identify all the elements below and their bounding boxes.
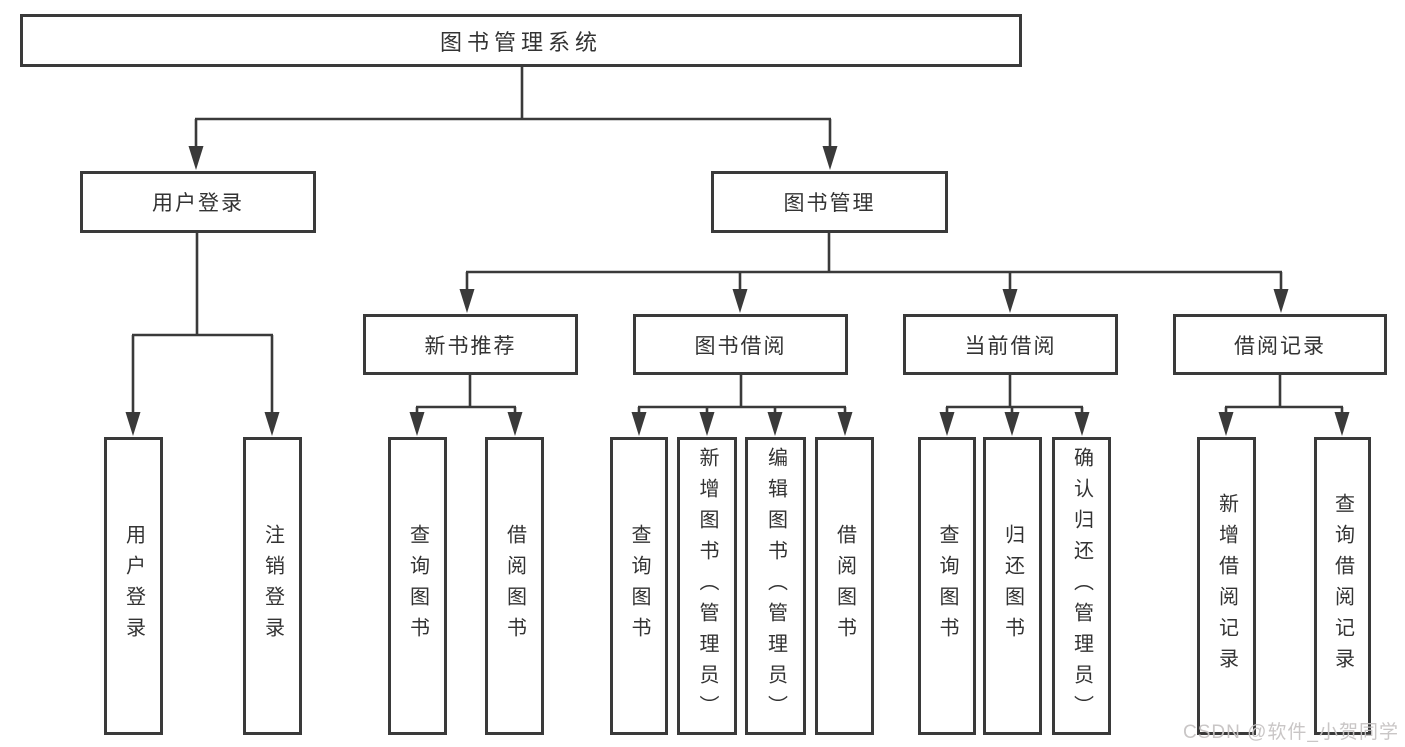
node-label: 查询借阅记录 — [1331, 493, 1354, 679]
leaf-borrow-books: 借阅图书 — [815, 437, 874, 735]
leaf-query-books-recommend: 查询图书 — [388, 437, 447, 735]
node-label: 新增借阅记录 — [1215, 493, 1238, 679]
arrow-icon — [837, 412, 853, 436]
node-new-book-recommendation: 新书推荐 — [363, 314, 578, 375]
arrow-icon — [409, 412, 425, 436]
arrowheads — [125, 146, 1350, 436]
leaf-query-borrow-record: 查询借阅记录 — [1314, 437, 1371, 735]
arrow-icon — [459, 289, 475, 313]
arrow-icon — [125, 412, 141, 436]
node-label: 当前借阅 — [964, 334, 1057, 358]
node-library-management-system: 图书管理系统 — [20, 14, 1022, 67]
leaf-user-login: 用户登录 — [104, 437, 163, 735]
arrow-icon — [822, 146, 838, 170]
wire-bookmgmt-to-level3 — [465, 233, 1283, 293]
node-label: 借阅记录 — [1234, 334, 1326, 358]
node-label: 用户登录 — [152, 192, 244, 215]
node-user-login: 用户登录 — [80, 171, 316, 233]
leaf-query-books-current: 查询图书 — [918, 437, 976, 735]
node-label: 查询图书 — [936, 524, 958, 648]
wire-current-to-leaves — [945, 375, 1084, 417]
arrow-icon — [1334, 412, 1350, 436]
node-label: 借阅图书 — [833, 524, 856, 648]
arrow-icon — [1074, 412, 1090, 436]
leaf-return-books: 归还图书 — [983, 437, 1042, 735]
node-label: 新增图书（管理员） — [696, 446, 718, 726]
leaf-add-books-admin: 新增图书（管理员） — [677, 437, 737, 735]
arrow-icon — [1004, 412, 1020, 436]
node-label: 图书借阅 — [694, 334, 787, 358]
leaf-logout: 注销登录 — [243, 437, 302, 735]
arrow-icon — [188, 146, 204, 170]
arrow-icon — [1273, 289, 1289, 313]
wire-borrow-to-leaves — [637, 375, 847, 417]
node-label: 归还图书 — [1001, 524, 1024, 648]
arrow-icon — [1218, 412, 1234, 436]
wire-records-to-leaves — [1224, 375, 1344, 417]
node-label: 注销登录 — [261, 524, 284, 648]
node-label: 图书管理 — [783, 192, 876, 215]
leaf-confirm-return-admin: 确认归还（管理员） — [1052, 437, 1111, 735]
leaf-query-books-borrow: 查询图书 — [610, 437, 668, 735]
node-book-borrowing: 图书借阅 — [633, 314, 848, 375]
node-borrowing-records: 借阅记录 — [1173, 314, 1387, 375]
csdn-watermark: CSDN @软件_小贺同学 — [1183, 722, 1399, 743]
node-label: 确认归还（管理员） — [1070, 446, 1093, 726]
arrow-icon — [631, 412, 647, 436]
arrow-icon — [507, 412, 523, 436]
arrow-icon — [767, 412, 783, 436]
wire-newbook-to-leaves — [415, 375, 517, 417]
node-label: 查询图书 — [628, 524, 650, 648]
arrow-icon — [939, 412, 955, 436]
arrow-icon — [699, 412, 715, 436]
wire-root-to-level2 — [194, 67, 832, 150]
node-label: 查询图书 — [406, 524, 429, 648]
node-label: 编辑图书（管理员） — [764, 446, 787, 726]
arrow-icon — [732, 289, 748, 313]
leaf-borrow-books-recommend: 借阅图书 — [485, 437, 544, 735]
wire-userlogin-to-leaves — [131, 233, 274, 416]
node-label: 图书管理系统 — [439, 29, 602, 55]
arrow-icon — [264, 412, 280, 436]
node-label: 借阅图书 — [503, 524, 526, 648]
leaf-edit-books-admin: 编辑图书（管理员） — [745, 437, 806, 735]
node-current-borrowing: 当前借阅 — [903, 314, 1118, 375]
node-book-management: 图书管理 — [711, 171, 948, 233]
arrow-icon — [1002, 289, 1018, 313]
leaf-add-borrow-record: 新增借阅记录 — [1197, 437, 1256, 735]
node-label: 新书推荐 — [424, 334, 517, 358]
node-label: 用户登录 — [122, 524, 145, 648]
